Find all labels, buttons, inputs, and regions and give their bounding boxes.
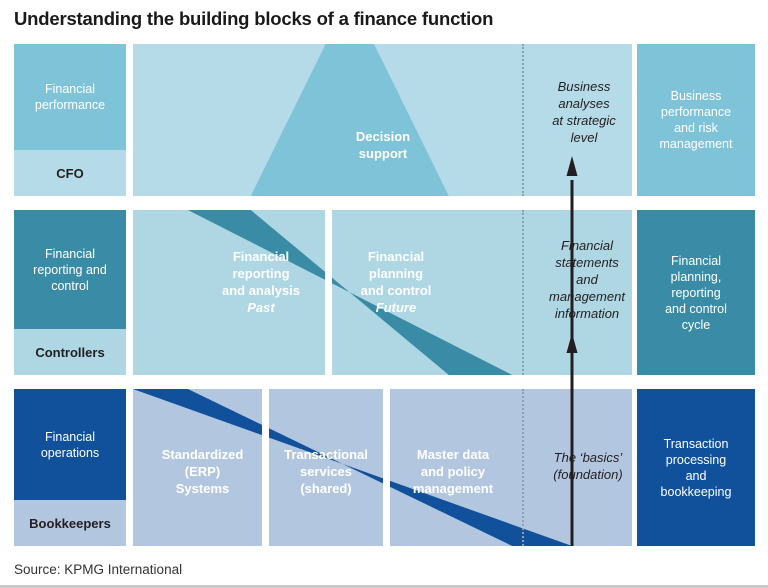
- center-panel-row-bookkeepers: Standardized (ERP) Systems Transactional…: [133, 389, 632, 546]
- outcome-column-cfo: Business performance and risk management: [637, 44, 755, 196]
- annotation-row-bookkeepers: The ‘basics’ (foundation): [553, 450, 623, 482]
- center-panel-row-controllers: Financial reporting and analysis Past Fi…: [133, 210, 632, 375]
- pyramid-cell-financial-planning-and-control: Financial planning and control Future: [332, 248, 460, 316]
- pyramid-cell-financial-reporting-and-analysis: Financial reporting and analysis Past: [197, 248, 325, 316]
- cell-separator: [262, 389, 269, 546]
- outcome-column-bookkeepers: Transaction processing and bookkeeping: [637, 389, 755, 546]
- page-title: Understanding the building blocks of a f…: [14, 8, 494, 29]
- pyramid-cell-line-1: Decision: [355, 129, 411, 144]
- role-column-bookkeepers: Financial operations Bookkeepers: [14, 389, 126, 546]
- center-panel-row-cfo: Decision support Business analyses at st…: [133, 44, 632, 196]
- annotation-row-cfo: Business analyses at strategic level: [552, 79, 616, 145]
- pyramid-cell-master-data-and-policy-management: Master data and policy management: [390, 446, 516, 497]
- pyramid-cell-decision-support: Decision support: [273, 128, 493, 162]
- pyramid-cell-line-2: (ERP): [184, 464, 221, 479]
- pyramid-cell-line-1: Master data: [416, 447, 490, 462]
- bottom-rule: [0, 585, 768, 588]
- finance-building-blocks-diagram: Financial performance CFO Decision suppo…: [0, 44, 768, 552]
- row-controllers: Financial reporting and control Controll…: [0, 210, 768, 375]
- annotation-row-controllers: Financial statements and management info…: [549, 238, 625, 321]
- pyramid-cell-line-2: planning: [368, 266, 424, 281]
- pyramid-cell-line-1: Transactional: [284, 447, 368, 462]
- pyramid-cell-standardized-erp-systems: Standardized (ERP) Systems: [143, 446, 262, 497]
- pyramid-cell-line-3: and analysis: [221, 283, 301, 298]
- source-caption: Source: KPMG International: [14, 562, 183, 577]
- pyramid-cell-line-2: services: [299, 464, 353, 479]
- role-title-cfo: Financial performance: [14, 44, 126, 150]
- cell-separator: [383, 389, 390, 546]
- role-name-bookkeepers: Bookkeepers: [14, 500, 126, 546]
- pyramid-cell-line-1: Standardized: [161, 447, 244, 462]
- role-column-cfo: Financial performance CFO: [14, 44, 126, 196]
- pyramid-cell-line-1: Financial: [367, 249, 425, 264]
- role-title-bookkeepers: Financial operations: [14, 389, 126, 500]
- role-title-controllers: Financial reporting and control: [14, 210, 126, 329]
- pyramid-cell-line-3: (shared): [300, 481, 352, 496]
- pyramid-cell-line-2: and policy: [420, 464, 486, 479]
- row-bookkeepers: Financial operations Bookkeepers Standar…: [0, 389, 768, 546]
- pyramid-cell-line-3: and control: [360, 283, 432, 298]
- pyramid-cell-line-2: reporting: [232, 266, 290, 281]
- pyramid-cell-line-3: management: [412, 481, 494, 496]
- dotted-divider-row-bookkeepers: [522, 389, 524, 546]
- role-name-cfo: CFO: [14, 150, 126, 196]
- pyramid-cell-line-1: Financial: [232, 249, 290, 264]
- cell-separator: [325, 210, 332, 375]
- dotted-divider-row-controllers: [522, 210, 524, 375]
- pyramid-cell-line-3: Systems: [175, 481, 230, 496]
- role-column-controllers: Financial reporting and control Controll…: [14, 210, 126, 375]
- outcome-column-controllers: Financial planning, reporting and contro…: [637, 210, 755, 375]
- pyramid-cell-emphasis: Past: [247, 300, 275, 315]
- role-name-controllers: Controllers: [14, 329, 126, 375]
- pyramid-cell-transactional-services: Transactional services (shared): [269, 446, 383, 497]
- dotted-divider-row-cfo: [522, 44, 524, 196]
- row-cfo: Financial performance CFO Decision suppo…: [0, 44, 768, 196]
- pyramid-cell-emphasis: Future: [375, 300, 417, 315]
- pyramid-cell-line-2: support: [358, 146, 408, 161]
